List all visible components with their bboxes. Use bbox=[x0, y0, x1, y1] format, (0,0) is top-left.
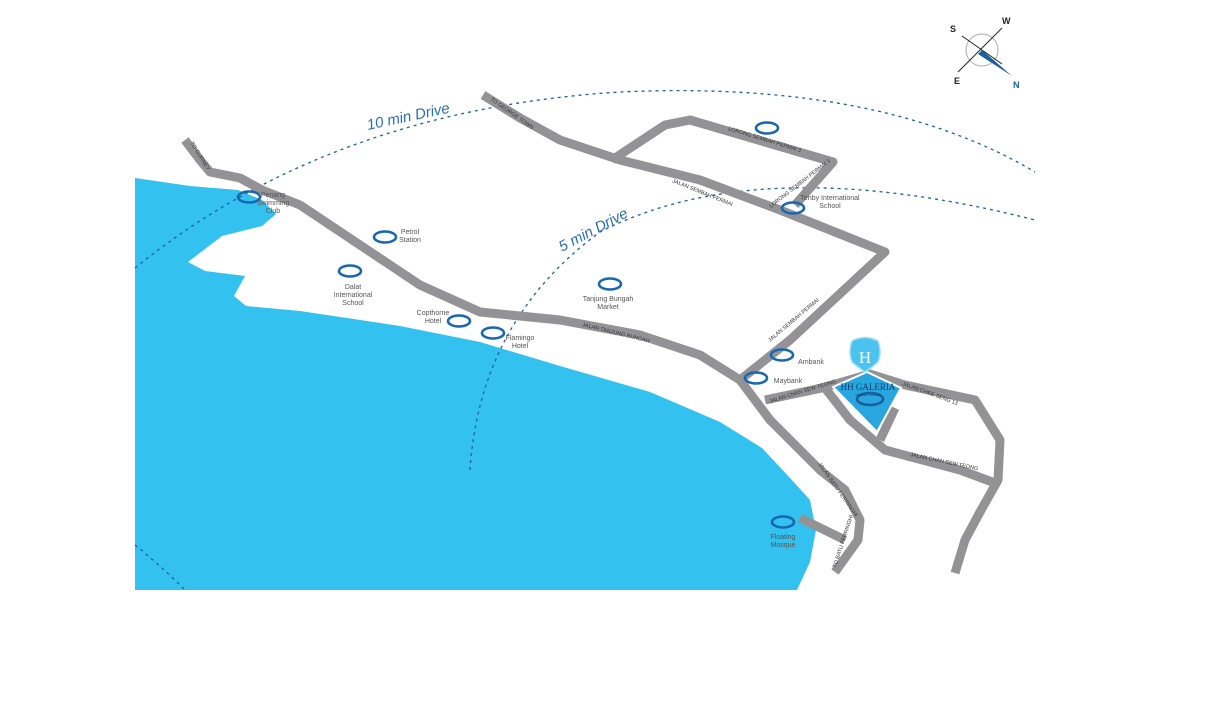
project-logo-letter: H bbox=[859, 348, 871, 367]
project-name: HH GALERIA bbox=[841, 382, 896, 392]
road-label: LORONG SEMBAH PERMAI 3 bbox=[727, 126, 801, 154]
road-label: TO GURNEY bbox=[188, 141, 211, 172]
place-ambank[interactable]: Ambank bbox=[769, 348, 824, 367]
compass-s: S bbox=[950, 24, 956, 34]
sembah-permai-road bbox=[480, 91, 890, 384]
sea bbox=[135, 178, 816, 590]
mosque-pier bbox=[798, 513, 847, 545]
road-label: JALAN BATU FERRINGHI bbox=[816, 462, 858, 519]
roads bbox=[181, 91, 1005, 575]
ring-label-10: 10 min Drive bbox=[365, 100, 451, 134]
lorong-loop bbox=[609, 115, 838, 208]
spur-road bbox=[875, 406, 900, 442]
project-plot bbox=[831, 370, 903, 434]
compass-e: E bbox=[954, 76, 960, 86]
project-logo-shield bbox=[849, 336, 881, 373]
svg-text:Ambank: Ambank bbox=[798, 359, 824, 366]
place-maybank[interactable]: Maybank bbox=[743, 371, 803, 386]
svg-text:Maybank: Maybank bbox=[774, 378, 803, 385]
ring-label-5: 5 min Drive bbox=[556, 205, 631, 256]
chan-sew-teong-road bbox=[821, 385, 997, 488]
compass-north-needle bbox=[978, 50, 1012, 76]
place-marker-lorong[interactable] bbox=[754, 121, 780, 135]
compass-w: W bbox=[1002, 16, 1011, 26]
project-tagline: MARKET STREET bbox=[855, 393, 880, 397]
compass: S W E N bbox=[950, 16, 1020, 90]
coast-road bbox=[181, 137, 865, 575]
compass-n: N bbox=[1013, 80, 1020, 90]
project-site[interactable]: HH GALERIA MARKET STREET H bbox=[831, 336, 903, 434]
ring-5-min bbox=[469, 187, 1036, 471]
road-label: TO GEORGE TOWN bbox=[489, 97, 535, 131]
project-marker bbox=[855, 391, 885, 407]
